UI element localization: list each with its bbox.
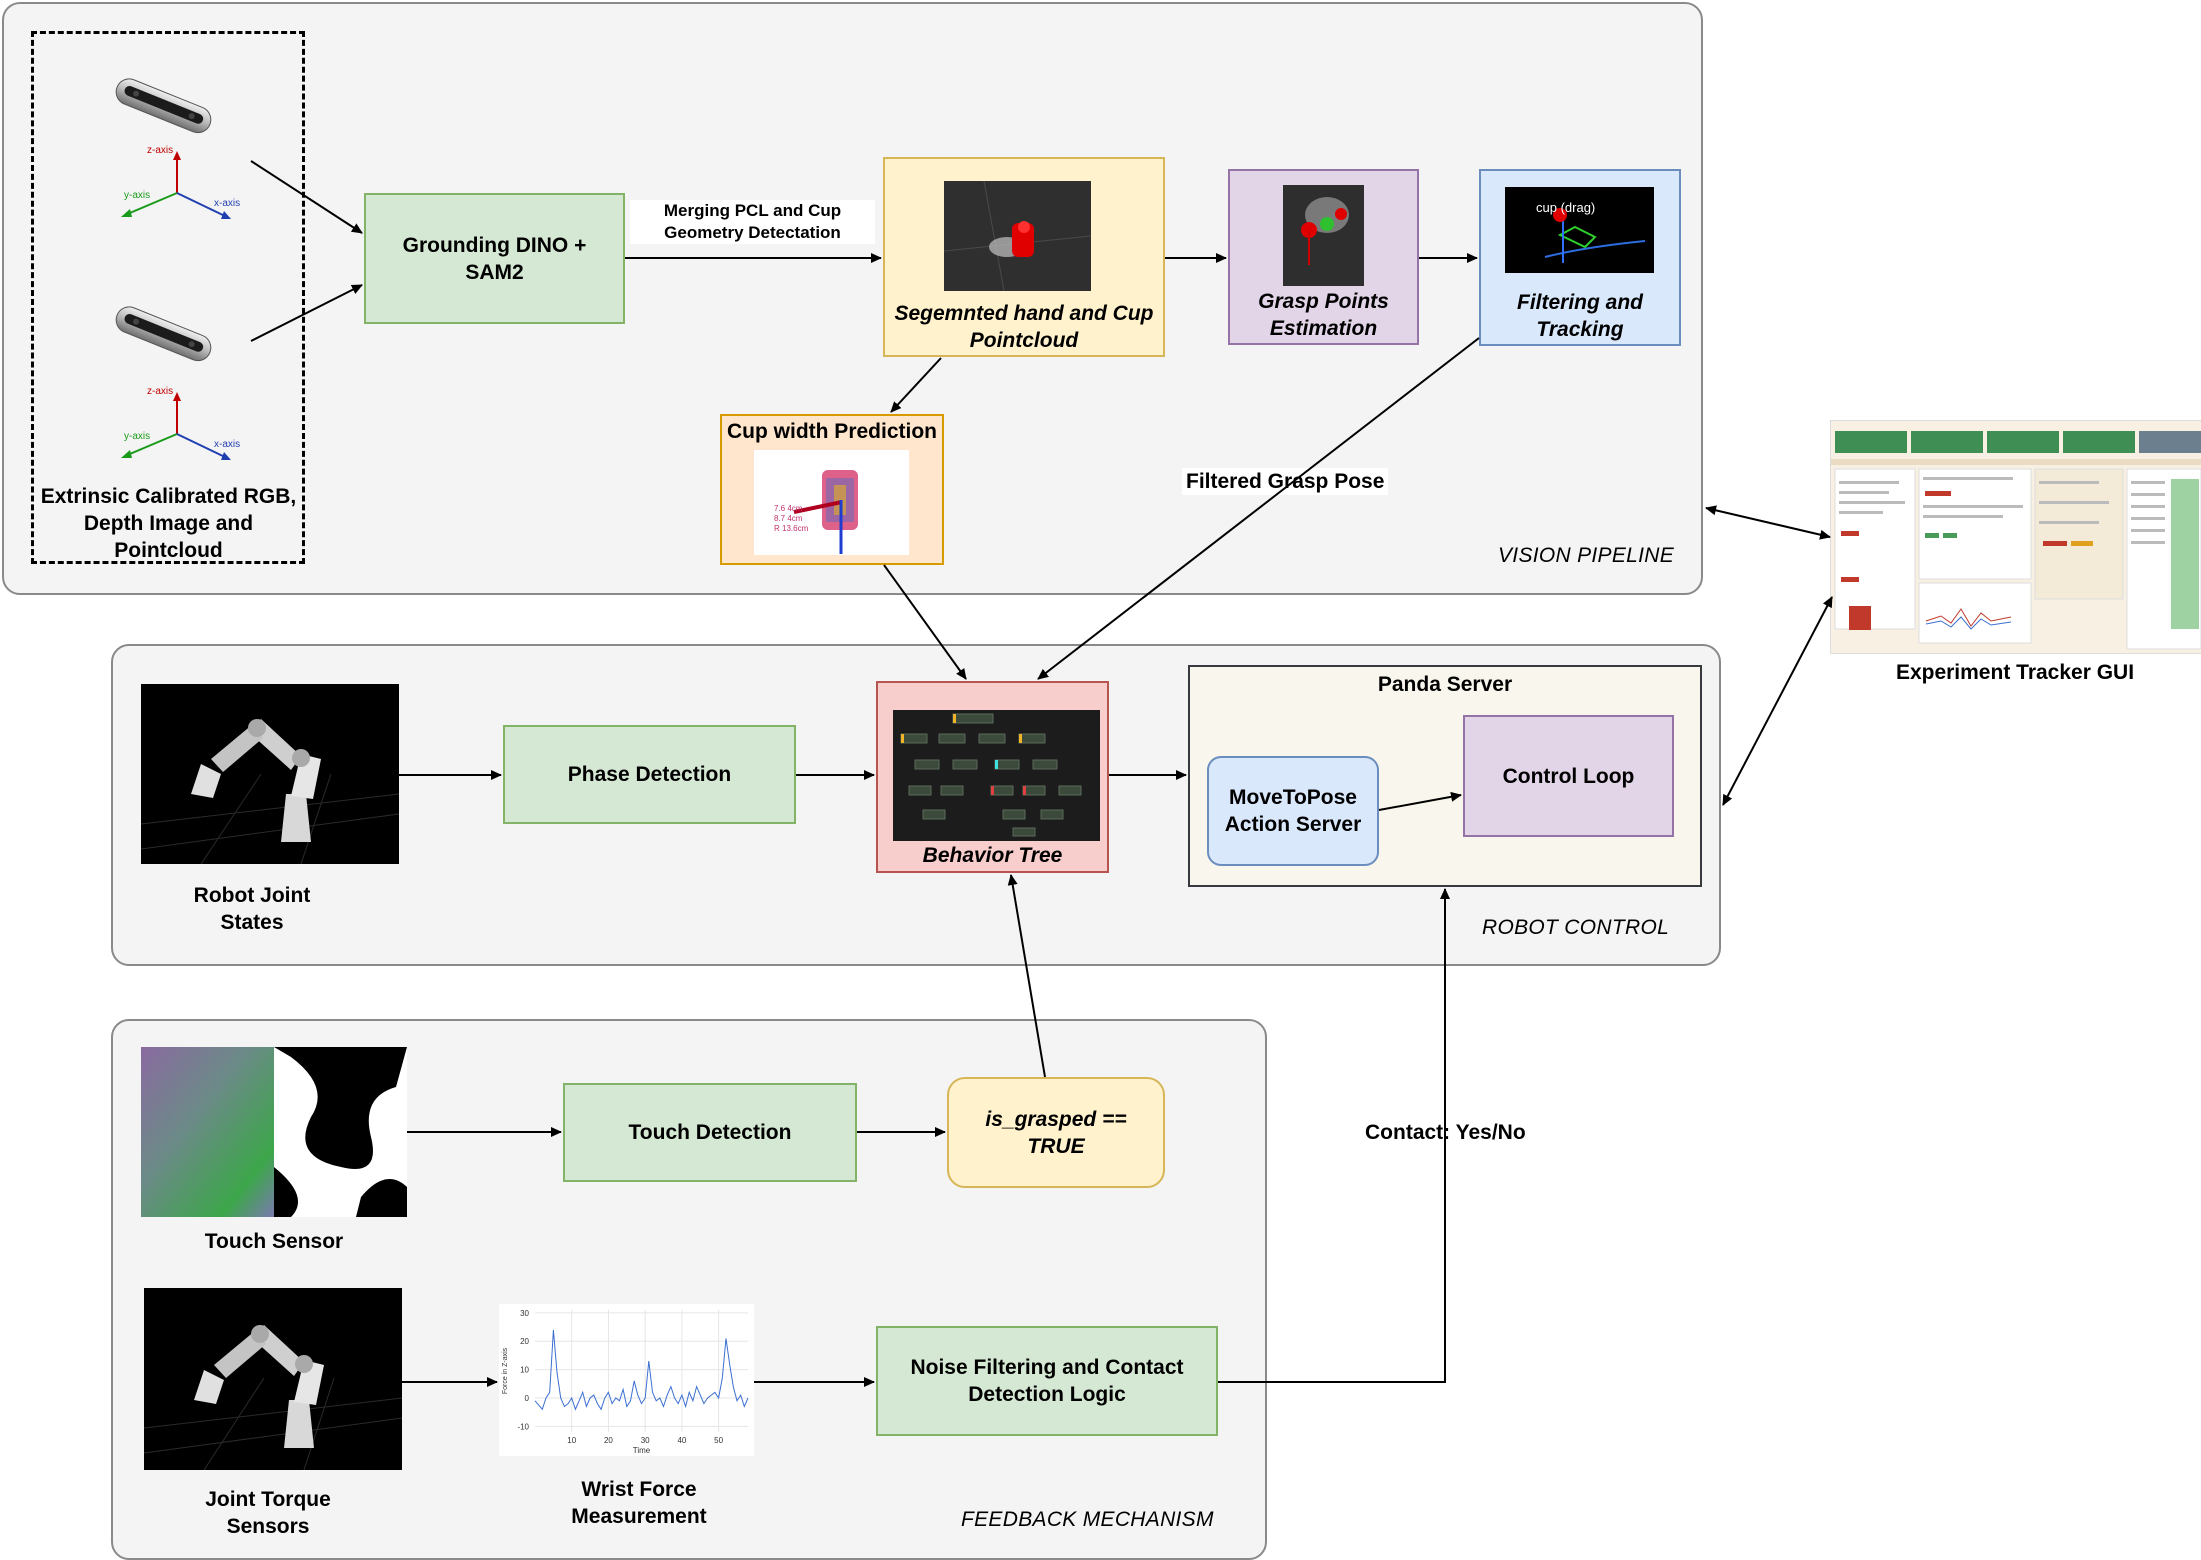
axis-label-z-1: z-axis bbox=[147, 145, 174, 156]
wrist-force-label: Wrist Force Measurement bbox=[571, 1478, 707, 1528]
y-tick-label: 30 bbox=[520, 1309, 529, 1318]
filtering-tracking-image bbox=[1505, 187, 1654, 273]
x-axis-label: Time bbox=[633, 1446, 651, 1455]
axis-label-y-1: y-axis bbox=[124, 190, 151, 201]
filtered-grasp-pose-edge-label: Filtered Grasp Pose bbox=[1182, 468, 1389, 495]
touch-detection-node: Touch Detection bbox=[563, 1083, 857, 1182]
contact-yes-no-edge-label: Contact: Yes/No bbox=[1361, 1119, 1530, 1146]
axis-label-x-1: x-axis bbox=[214, 198, 241, 209]
depth-camera-icon bbox=[115, 78, 212, 134]
behavior-tree-image bbox=[893, 710, 1100, 841]
robot-joint-states-label: Robot Joint States bbox=[193, 884, 311, 934]
robot-control-label: ROBOT CONTROL bbox=[1482, 916, 1670, 939]
sensors-caption: Extrinsic Calibrated RGB, Depth Image an… bbox=[40, 485, 297, 562]
axis-label-y-2: y-axis bbox=[124, 431, 151, 442]
control-loop-node: Control Loop bbox=[1463, 715, 1674, 837]
cup-width-prediction-label: Cup width Prediction bbox=[727, 420, 937, 443]
force-series-line bbox=[534, 1329, 749, 1411]
edge-robot-gui bbox=[1722, 596, 1833, 806]
filtering-tracking-label: Filtering and Tracking bbox=[1517, 291, 1643, 341]
cup-width-dims-1: 7.6 4cm bbox=[774, 504, 803, 513]
coordinate-axes-icon bbox=[121, 151, 231, 219]
camera-sensors-graphic bbox=[115, 78, 231, 460]
is-grasped-node: is_grasped == TRUE bbox=[947, 1077, 1165, 1188]
coordinate-axes-icon bbox=[121, 392, 231, 460]
touch-sensor-label: Touch Sensor bbox=[204, 1230, 344, 1253]
y-tick-label: 20 bbox=[520, 1337, 529, 1346]
feedback-mechanism-label: FEEDBACK MECHANISM bbox=[961, 1508, 1214, 1531]
y-tick-label: 10 bbox=[520, 1366, 529, 1375]
noise-filtering-node: Noise Filtering and Contact Detection Lo… bbox=[876, 1326, 1218, 1436]
x-tick-label: 20 bbox=[604, 1436, 613, 1445]
cup-width-dims-2: 8.7 4cm bbox=[774, 514, 803, 523]
experiment-tracker-gui-image bbox=[1830, 420, 2201, 654]
experiment-tracker-gui-label: Experiment Tracker GUI bbox=[1895, 661, 2135, 684]
segmented-pointcloud-label: Segemnted hand and Cup Pointcloud bbox=[894, 302, 1154, 352]
x-tick-label: 30 bbox=[641, 1436, 650, 1445]
panda-server-label: Panda Server bbox=[1377, 673, 1513, 696]
segmented-pointcloud-image bbox=[944, 181, 1091, 291]
y-tick-label: 0 bbox=[525, 1394, 530, 1403]
cup-width-image bbox=[754, 450, 909, 555]
axis-label-z-2: z-axis bbox=[147, 386, 174, 397]
x-tick-label: 40 bbox=[677, 1436, 686, 1445]
filtering-tracking-image-label: cup (drag) bbox=[1536, 200, 1596, 215]
robot-arm-icon bbox=[144, 1288, 402, 1470]
cup-width-dims-3: R 13.6cm bbox=[774, 524, 809, 533]
joint-torque-image bbox=[144, 1288, 402, 1470]
axis-label-x-2: x-axis bbox=[214, 439, 241, 450]
y-axis-label: Force in Z-axis bbox=[502, 1347, 509, 1394]
touch-sensor-image bbox=[141, 1047, 407, 1217]
phase-detection-node: Phase Detection bbox=[503, 725, 796, 824]
joint-torque-label: Joint Torque Sensors bbox=[205, 1488, 331, 1538]
is-grasped-label: is_grasped == TRUE bbox=[985, 1107, 1127, 1158]
x-tick-label: 10 bbox=[567, 1436, 576, 1445]
grounding-dino-sam2-node: Grounding DINO + SAM2 bbox=[364, 193, 625, 324]
merging-pcl-edge-label: Merging PCL and Cup Geometry Detectation bbox=[630, 200, 875, 244]
robot-arm-icon bbox=[141, 684, 399, 864]
depth-camera-icon bbox=[115, 306, 212, 362]
vision-pipeline-label: VISION PIPELINE bbox=[1498, 544, 1675, 567]
y-tick-label: -10 bbox=[517, 1422, 529, 1431]
robot-joint-states-image bbox=[141, 684, 399, 864]
grasp-points-label: Grasp Points Estimation bbox=[1258, 290, 1389, 340]
grasp-points-image bbox=[1283, 185, 1364, 286]
edge-vision-gui bbox=[1705, 505, 1831, 540]
x-tick-label: 50 bbox=[714, 1436, 723, 1445]
movetopose-action-server-node: MoveToPose Action Server bbox=[1207, 756, 1379, 866]
behavior-tree-label: Behavior Tree bbox=[922, 844, 1063, 867]
